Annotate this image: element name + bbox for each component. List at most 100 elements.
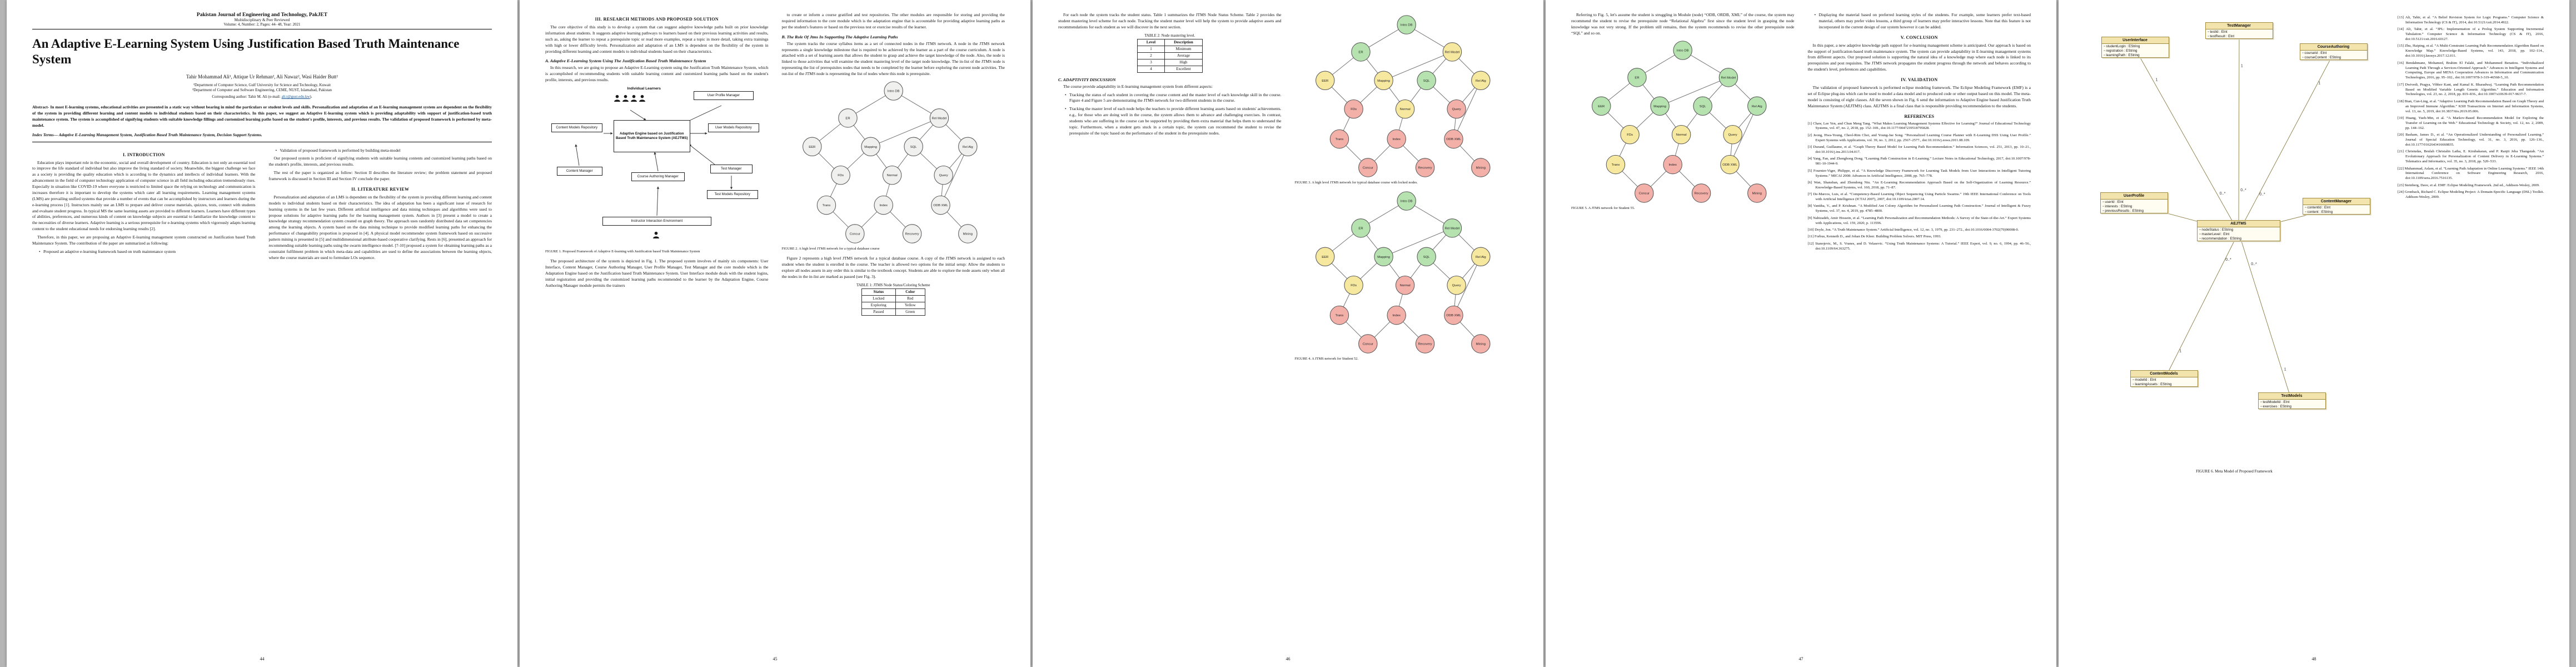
jtms-node: Intro DB bbox=[1397, 191, 1416, 211]
figure2-caption: FIGURE 2. A high level JTMS network for … bbox=[781, 246, 880, 251]
jtms-node-label: Intro DB bbox=[1400, 200, 1412, 203]
paragraph: Our proposed system is proficient of sig… bbox=[268, 156, 492, 167]
jtms-node-label: ODB XML bbox=[1722, 163, 1737, 167]
jtms-node-label: EER bbox=[1598, 104, 1605, 108]
uml-attribute: ▫ learningPath : EString bbox=[2104, 53, 2140, 57]
paragraph: In this research, we are going to propos… bbox=[545, 65, 769, 83]
jtms-node: Rel Model bbox=[1718, 67, 1738, 87]
reference-item: [3] Durand, Guillaume, et al. “Graph The… bbox=[1807, 145, 2031, 154]
person-icon bbox=[630, 94, 637, 102]
jtms-node: Recovery bbox=[902, 224, 921, 243]
jtms-node-label: SQL bbox=[910, 146, 917, 149]
jtms-node-label: Mining bbox=[963, 232, 972, 236]
jtms-node: Recovery bbox=[1415, 334, 1434, 354]
jtms-node-label: ODB XML bbox=[1446, 138, 1461, 141]
jtms-node: FDs bbox=[1343, 276, 1363, 295]
table-cell: Excellent bbox=[1164, 65, 1203, 73]
subsection-b-heading: B. The Role Of Jtms In Supporting The Ad… bbox=[781, 34, 898, 39]
page-number: 45 bbox=[773, 656, 778, 661]
section-heading-research-methods: III. RESEARCH METHODS AND PROPOSED SOLUT… bbox=[595, 17, 719, 22]
reference-item: [14] Ali, Tahir, et al. “JPL: Implementa… bbox=[2398, 27, 2544, 42]
references-heading: REFERENCES bbox=[1904, 113, 1935, 119]
uml-attribute: ▫ userId : EInt bbox=[2102, 200, 2124, 204]
jtms-node-label: Concur bbox=[849, 232, 860, 236]
jtms-node: FDs bbox=[1343, 99, 1363, 119]
reference-item: [10] Doyle, Jon. “A Truth Maintenance Sy… bbox=[1807, 228, 2019, 232]
authors-line: Tahir Mohammad Ali¹, Attique Ur Rehman²,… bbox=[186, 74, 338, 80]
course-authoring-manager-box: Course Authoring Manager bbox=[631, 172, 685, 181]
jtms-node-label: FDs bbox=[1351, 285, 1357, 288]
section-heading-literature-review: II. LITERATURE REVIEW bbox=[351, 186, 410, 192]
paragraph: to create or inform a course gratified a… bbox=[781, 12, 1005, 29]
abstract-paragraph: Abstract- In most E-learning systems, ed… bbox=[32, 104, 492, 128]
page45-column-2: to create or inform a course gratified a… bbox=[782, 12, 1005, 320]
reference-item: [1] Chaw, Lee Yen, and Chun Meng Tang. “… bbox=[1807, 121, 2031, 131]
jtms-node-label: Rel Alg bbox=[1476, 256, 1486, 259]
reference-item: [24] Gronback, Richard C. Eclipse Modeli… bbox=[2398, 190, 2544, 199]
instructor-icon bbox=[652, 231, 660, 238]
jtms-node-label: Trans bbox=[1335, 138, 1343, 141]
jtms-node: Rel Alg bbox=[1747, 96, 1767, 116]
jtms-node-label: ER bbox=[1358, 51, 1363, 54]
section-heading-conclusion: V. CONCLUSION bbox=[1900, 34, 1938, 40]
table1-header-color: Color bbox=[895, 288, 925, 296]
page-45: III. RESEARCH METHODS AND PROPOSED SOLUT… bbox=[520, 0, 1030, 667]
jtms-node: ODB XML bbox=[1443, 129, 1463, 149]
jtms-node: SQL bbox=[1417, 71, 1436, 90]
page45-column-1: III. RESEARCH METHODS AND PROPOSED SOLUT… bbox=[545, 12, 769, 320]
jtms-node-label: Concur bbox=[1639, 192, 1650, 195]
page45-columns: III. RESEARCH METHODS AND PROPOSED SOLUT… bbox=[545, 12, 1005, 320]
subsection-c-heading: C. ADAPTIVITY DISCUSSION bbox=[1058, 77, 1116, 82]
reference-item: [17] Dwivedi, Pragya, Vibhor Kant, and K… bbox=[2398, 82, 2544, 97]
jtms-node: Index bbox=[1663, 155, 1682, 174]
jtms-node-label: ER bbox=[1358, 227, 1363, 231]
uml-class-aejtms: AEJTMS▫ nodeStatus : EString▫ masterLeve… bbox=[2196, 220, 2280, 241]
jtms-node: EER bbox=[1315, 71, 1335, 90]
reference-item: [23] Steinberg, Dave, et al. EMF: Eclips… bbox=[2398, 183, 2540, 187]
uml-attribute: ▫ masterLevel : EInt bbox=[2199, 232, 2230, 236]
paragraph: Therefore, in this paper, we are proposi… bbox=[32, 235, 256, 246]
bullet-item: Tracking the status of each student in c… bbox=[1065, 92, 1282, 104]
page44-columns: I. INTRODUCTION Education plays importan… bbox=[32, 148, 492, 263]
jtms-node: Mapping bbox=[1650, 96, 1670, 116]
journal-subtitle: Multidisciplinary & Peer Reviewed bbox=[234, 18, 290, 22]
person-icon bbox=[652, 231, 659, 238]
uml-attribute: ▫ testModelId : EInt bbox=[2260, 400, 2290, 404]
table-cell: 4 bbox=[1137, 65, 1165, 73]
uml-attribute: ▫ learningAssets : EString bbox=[2132, 382, 2172, 386]
jtms-node-label: SQL bbox=[1700, 104, 1707, 108]
index-terms: Index Terms— Adaptive E-Learning Managem… bbox=[32, 132, 262, 137]
uml-class-contentmodels: ContentModels▫ modelId : EInt▫ learningA… bbox=[2130, 370, 2198, 387]
uml-attribute: ▫ interests : EString bbox=[2102, 204, 2132, 208]
page-48: 10..*10..*10..*10..*10..*10..*10..*UserI… bbox=[2059, 0, 2569, 667]
corresponding-prefix: Corresponding author: Tahir M. Ali (e-ma… bbox=[212, 94, 282, 99]
jtms-node: Concur bbox=[1358, 158, 1378, 177]
person-icon bbox=[614, 94, 620, 102]
jtms-node-label: Rel Model bbox=[1444, 51, 1459, 54]
jtms-edge bbox=[1660, 77, 1729, 106]
jtms-node: Rel Alg bbox=[1471, 71, 1491, 90]
jtms-node: Concur bbox=[1358, 334, 1378, 354]
jtms-edge bbox=[940, 146, 968, 206]
jtms-node: ODB XML bbox=[1443, 306, 1463, 325]
section-heading-validation: IV. VALIDATION bbox=[1901, 77, 1938, 82]
uml-attribute: ▫ nodeStatus : EString bbox=[2199, 227, 2234, 232]
jtms-node: ODB XML bbox=[1720, 155, 1740, 174]
jtms-node-label: FDs bbox=[1627, 133, 1633, 137]
jtms-node-label: Normal bbox=[1676, 133, 1687, 137]
email-link[interactable]: ali.t@gust.edu.kw bbox=[281, 94, 310, 99]
jtms-node: Mining bbox=[1471, 334, 1491, 354]
page47-column-1: Referring to Fig. 5, let's assume the st… bbox=[1571, 12, 1795, 253]
table-cell: Exploring bbox=[861, 301, 896, 309]
learners-icons bbox=[614, 94, 646, 102]
table1-caption: TABLE 1: JTMS Node Status/Coloring Schem… bbox=[856, 283, 930, 287]
jtms-node-label: Rel Model bbox=[1721, 76, 1736, 79]
jtms-node-label: EER bbox=[809, 146, 815, 149]
jtms-node-label: Normal bbox=[886, 174, 897, 177]
table-cell: 2 bbox=[1137, 52, 1165, 59]
